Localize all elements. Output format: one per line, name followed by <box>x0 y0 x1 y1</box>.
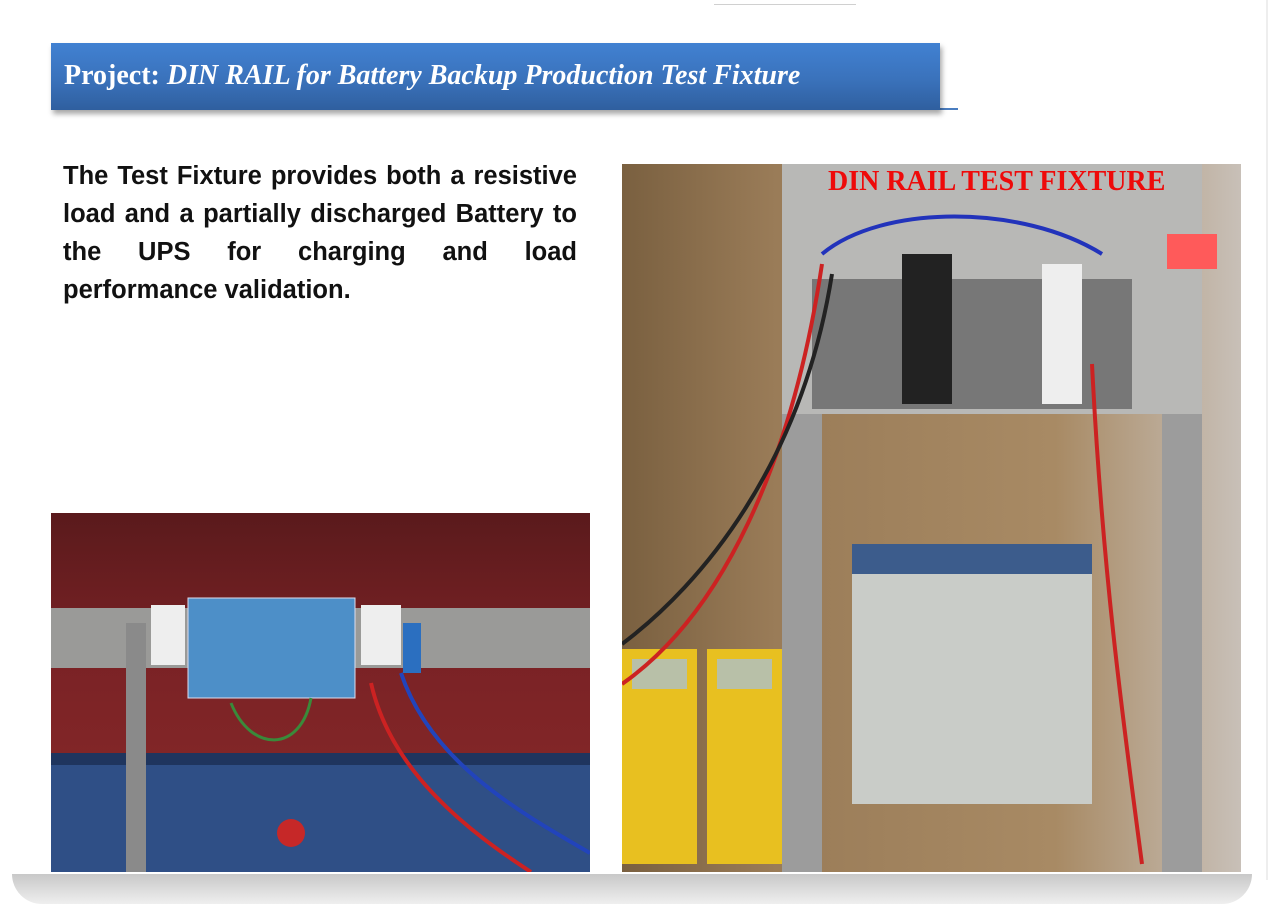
ups-module <box>187 597 356 699</box>
photo-ups-din-rail <box>51 513 590 872</box>
breaker-left <box>151 605 185 665</box>
battery-lids <box>852 544 1092 574</box>
top-divider <box>714 4 856 5</box>
din-rail-components <box>812 279 1132 409</box>
title-bar: Project: DIN RAIL for Battery Backup Pro… <box>51 43 940 110</box>
conduit <box>126 623 146 872</box>
wire-red-2 <box>1090 363 1144 865</box>
photo-test-fixture: DIN RAIL TEST FIXTURE <box>622 164 1241 872</box>
rack-post-left <box>782 414 822 872</box>
breakers <box>1042 264 1082 404</box>
caution-sticker <box>1167 234 1217 269</box>
slide-title: Project: DIN RAIL for Battery Backup Pro… <box>64 60 800 92</box>
fixture-label: DIN RAIL TEST FIXTURE <box>828 166 1166 197</box>
meter-display-2 <box>717 659 772 689</box>
batteries <box>852 544 1092 804</box>
photo-ups-din-rail-drawing <box>51 597 590 872</box>
slide-edge <box>1266 0 1268 880</box>
rack-post-right <box>1162 414 1202 872</box>
wire-blue <box>399 672 590 855</box>
wire-green <box>229 697 313 742</box>
title-project-name: DIN RAIL for Battery Backup Production T… <box>166 60 801 91</box>
battery-terminal <box>277 819 305 847</box>
title-prefix: Project: <box>64 60 160 91</box>
slide-bottom-shadow <box>12 874 1252 904</box>
meter-display-1 <box>632 659 687 689</box>
wire-red <box>622 263 824 686</box>
breaker-right <box>361 605 401 665</box>
wire-red <box>369 682 533 872</box>
terminal-block <box>403 623 421 673</box>
description-text: The Test Fixture provides both a resisti… <box>63 162 577 304</box>
ups-unit <box>902 254 952 404</box>
wire-blue <box>820 214 1104 256</box>
photo-test-fixture-drawing <box>622 164 1217 872</box>
wire-black <box>622 273 834 646</box>
